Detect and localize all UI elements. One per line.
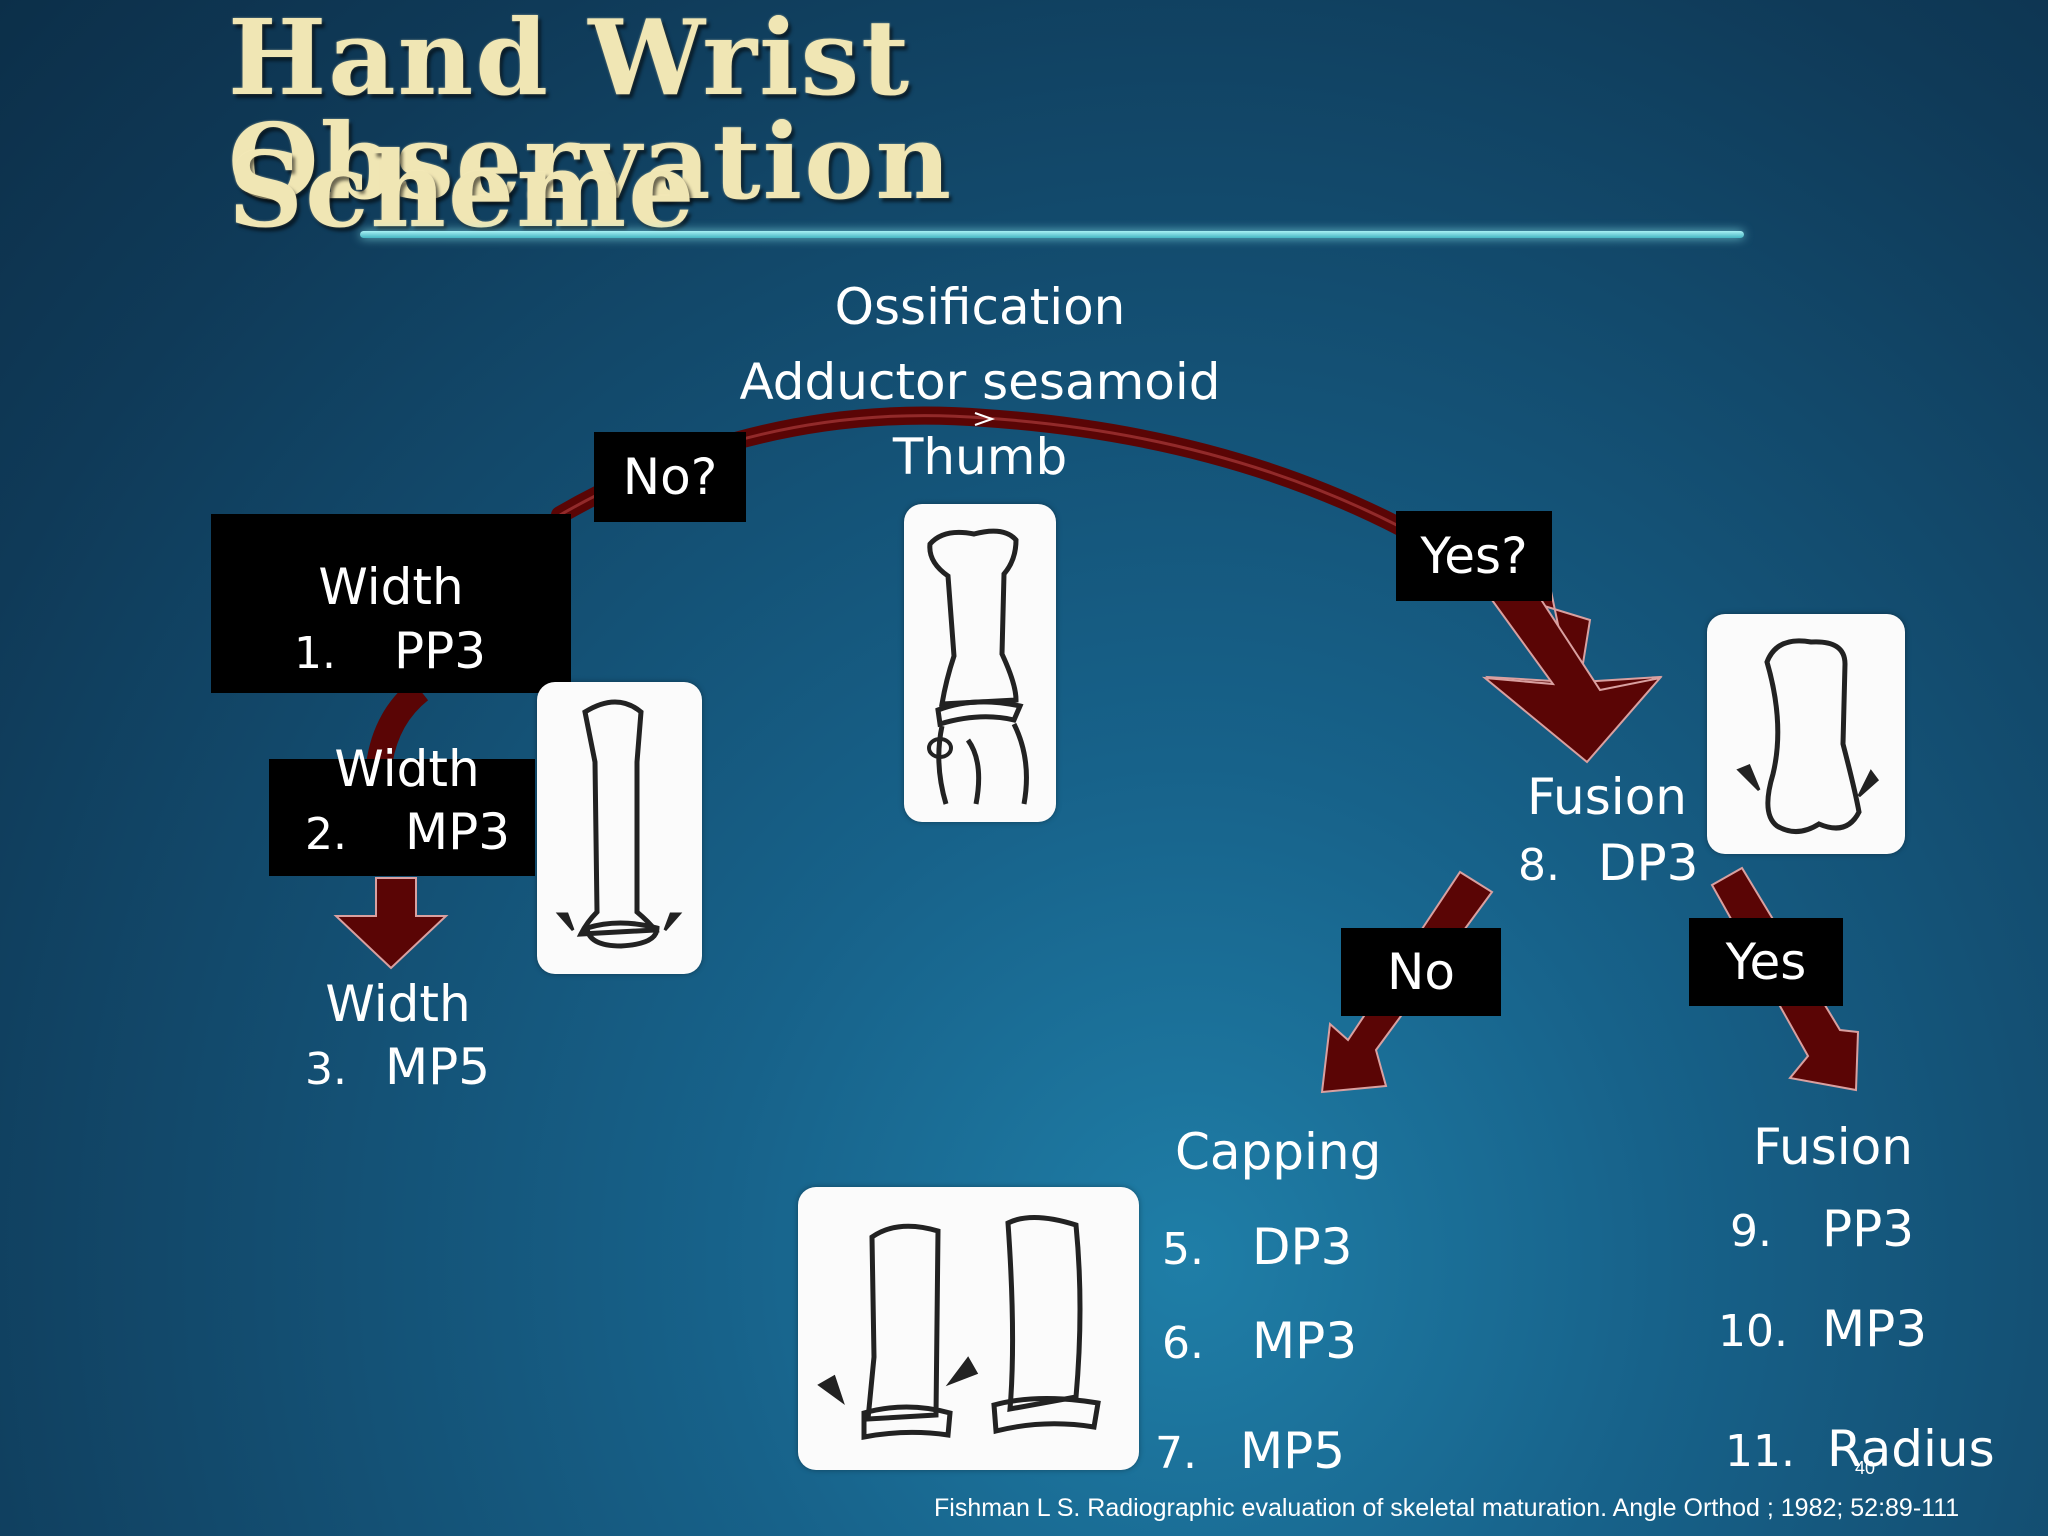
item-10: 10. MP3 [1718,1302,1927,1357]
left-down-arrow [333,877,449,970]
yes-question-box: Yes? [1396,511,1552,601]
item-6-code: MP3 [1252,1312,1358,1370]
item-10-number: 10. [1718,1306,1788,1357]
thumb-label: Thumb [892,428,1068,486]
capping-header: Capping [1175,1123,1382,1181]
width-label-2: Width [334,740,480,798]
arc-arrowhead-icon [974,412,996,426]
item-11: 11. Radius [1725,1422,1995,1477]
item-2-number: 2. [305,809,347,860]
item-3-code: MP5 [385,1038,491,1096]
title-underline [360,231,1744,238]
yes-box: Yes [1689,918,1843,1006]
item-6: 6. MP3 [1162,1314,1357,1369]
item-1-code: PP3 [394,622,487,680]
item-11-code: Radius [1827,1420,1995,1478]
width-label-3: Width [325,975,471,1033]
middle-phalanx-icon [555,699,683,949]
thumb-sesamoid-image [904,504,1056,822]
item-2: 2. MP3 [305,805,510,860]
width-pp3-box [211,514,571,693]
item-7-number: 7. [1155,1428,1197,1479]
capping-image [798,1187,1139,1470]
dp3-fusion-image [1707,614,1905,854]
mp3-width-image [537,682,702,974]
width-label-1: Width [318,558,464,616]
item-3: 3. MP5 [305,1040,490,1095]
item-9: 9. PP3 [1730,1202,1914,1257]
no-box: No [1341,928,1501,1016]
item-9-code: PP3 [1822,1200,1915,1258]
item-3-number: 3. [305,1044,347,1095]
adductor-sesamoid-label: Adductor sesamoid [739,353,1221,411]
item-8-number: 8. [1518,840,1560,891]
slide-title-line2: Scheme [228,128,697,251]
distal-phalanx-icon [1736,638,1880,834]
item-1: 1. PP3 [294,624,486,679]
capping-phalanges-icon [817,1214,1101,1441]
item-1-number: 1. [294,628,336,679]
item-8-code: DP3 [1598,834,1699,892]
item-7: 7. MP5 [1155,1424,1345,1479]
item-11-number: 11. [1725,1426,1795,1477]
item-5-number: 5. [1162,1224,1204,1275]
item-9-number: 9. [1730,1206,1772,1257]
width-mp3-box [269,759,535,876]
citation: Fishman L S. Radiographic evaluation of … [934,1494,1960,1522]
item-5: 5. DP3 [1162,1220,1352,1275]
fusion-label-8: Fusion [1527,768,1687,826]
item-10-code: MP3 [1822,1300,1928,1358]
no-question-box: No? [594,432,746,522]
ossification-label: Ossification [834,278,1126,336]
fusion-header: Fusion [1753,1118,1913,1176]
item-6-number: 6. [1162,1318,1204,1369]
page-number: 40 [1855,1458,1876,1478]
item-8: 8. DP3 [1518,836,1698,891]
item-5-code: DP3 [1252,1218,1353,1276]
item-7-code: MP5 [1240,1422,1346,1480]
slide-title-line1: Hand Wrist Observation [228,0,954,223]
thumb-bone-icon [927,528,1029,805]
item-2-code: MP3 [405,803,511,861]
